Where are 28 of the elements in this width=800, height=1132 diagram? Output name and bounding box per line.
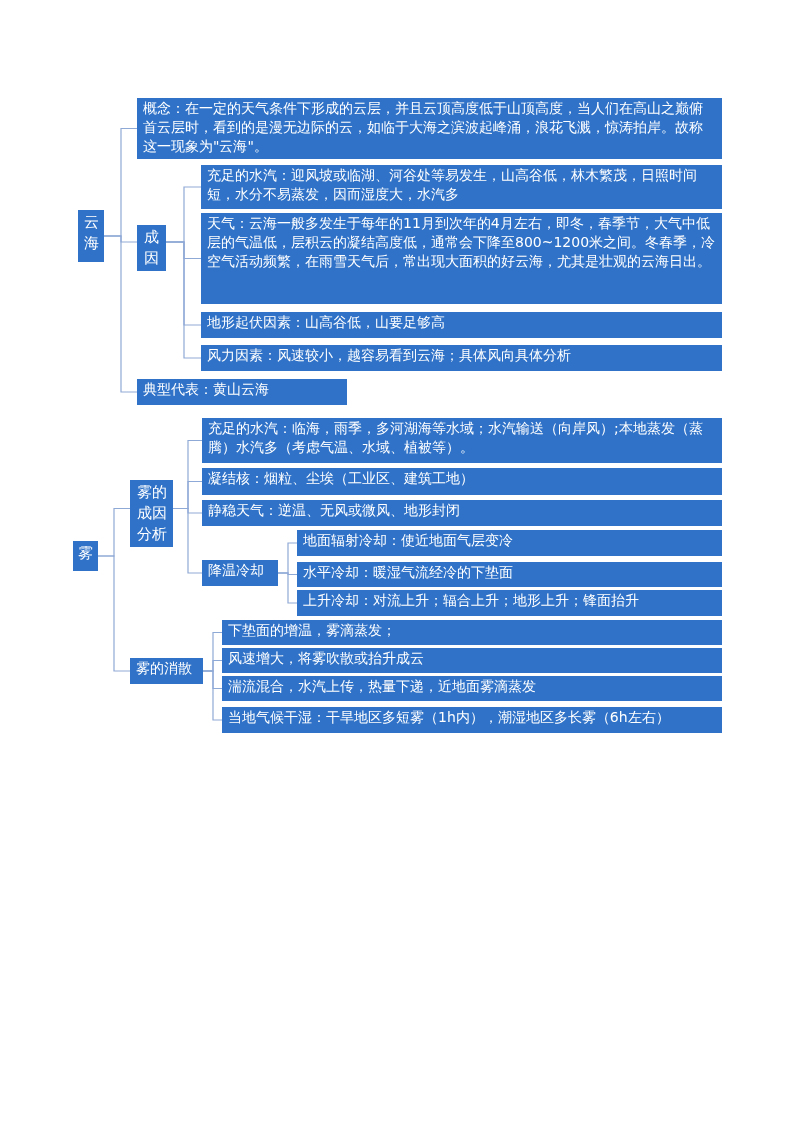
- topic-box: 上升冷却：对流上升；辐合上升；地形上升；锋面抬升: [297, 590, 722, 616]
- topic-box: 充足的水汽：迎风坡或临湖、河谷处等易发生，山高谷低，林木繁茂，日照时间短，水分不易蒸发，因而湿度大，水汽多: [201, 165, 722, 209]
- topic-box: 地形起伏因素：山高谷低，山要足够高: [201, 312, 722, 338]
- topic-box: 湍流混合，水汽上传，热量下递，近地面雾滴蒸发: [222, 676, 722, 701]
- connector-line: [103, 235, 138, 393]
- topic-box: 当地气候干湿：干旱地区多短雾（1h内），潮湿地区多长雾（6h左右）: [222, 707, 722, 733]
- topic-box: 雾的成因分析: [130, 480, 173, 547]
- topic-box: 雾: [73, 541, 98, 571]
- topic-box: 凝结核：烟粒、尘埃（工业区、建筑工地）: [202, 468, 722, 495]
- topic-box: 充足的水汽：临海，雨季，多河湖海等水域；水汽输送（向岸风）;本地蒸发（蒸腾）水汽多（考虑气温、水域、植被等）。: [202, 418, 722, 463]
- connector-line: [202, 670, 223, 721]
- connector-line: [277, 572, 298, 604]
- topic-box: 成因: [137, 225, 166, 271]
- topic-box: 下垫面的增温，雾滴蒸发；: [222, 620, 722, 645]
- topic-box: 风速增大，将雾吹散或抬升成云: [222, 648, 722, 673]
- topic-box: 风力因素：风速较小，越容易看到云海；具体风向具体分析: [201, 345, 722, 371]
- topic-box: 水平冷却：暖湿气流经冷的下垫面: [297, 562, 722, 587]
- connector-line: [97, 555, 131, 672]
- topic-box: 雾的消散: [130, 658, 203, 684]
- topic-box: 概念：在一定的天气条件下形成的云层，并且云顶高度低于山顶高度，当人们在高山之巅俯首云层时，看到的是漫无边际的云，如临于大海之滨波起峰涌，浪花飞溅，惊涛拍岸。故称这一现象为"云海"。: [137, 98, 722, 159]
- topic-box: 天气：云海一般多发生于每年的11月到次年的4月左右，即冬，春季节，大气中低层的气温低，层积云的凝结高度低，通常会下降至800~1200米之间。冬春季，冷空气活动频繁，在雨雪天气后，常出现大面积的好云海，尤其是壮观的云海日出。: [201, 213, 722, 304]
- connector-line: [165, 241, 202, 359]
- topic-box: 地面辐射冷却：使近地面气层变冷: [297, 530, 722, 556]
- connector-line: [172, 507, 203, 574]
- topic-box: 云海: [78, 210, 104, 262]
- topic-box: 降温冷却: [202, 560, 278, 586]
- topic-box: 典型代表：黄山云海: [137, 379, 347, 405]
- topic-box: 静稳天气：逆温、无风或微风、地形封闭: [202, 500, 722, 526]
